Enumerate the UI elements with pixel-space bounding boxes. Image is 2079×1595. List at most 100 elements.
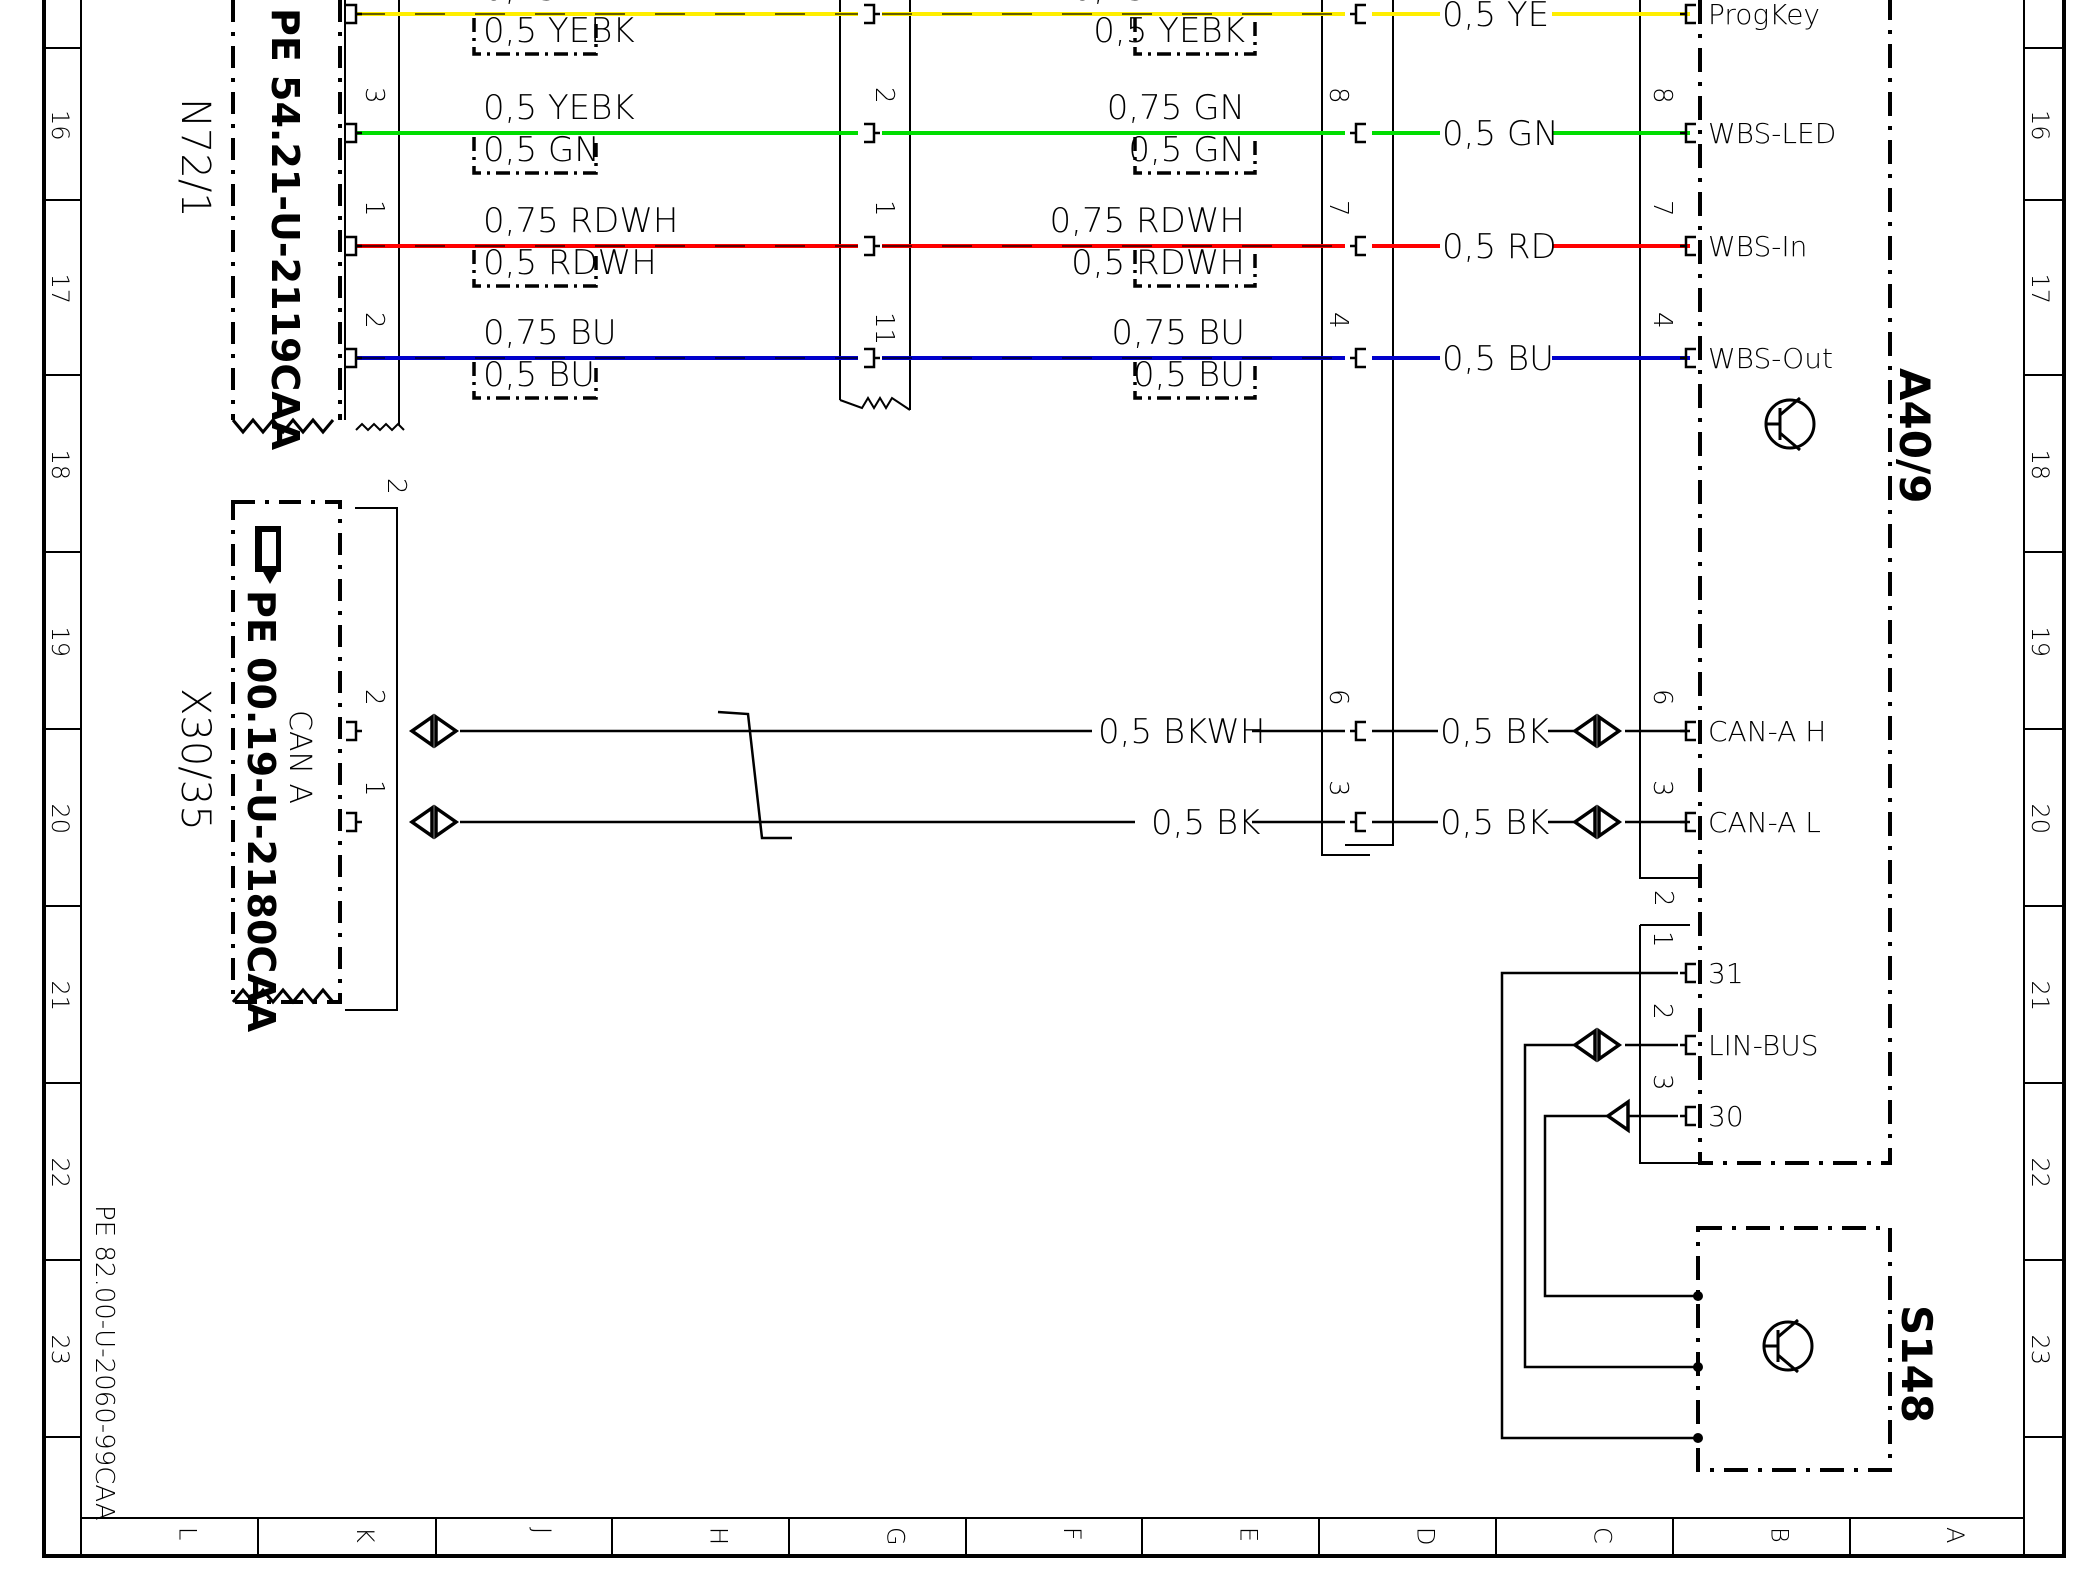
twisted-pair-marker (717, 710, 792, 840)
g-pin-number: 1 (869, 200, 899, 217)
row-number-label: 16 (2026, 110, 2054, 141)
a40-pin-number: 7 (1647, 200, 1677, 217)
pin-terminal (1680, 122, 1696, 144)
pin-terminal (1680, 1105, 1696, 1127)
wire-spec-box (1133, 18, 1257, 56)
pin-terminal (864, 347, 880, 369)
wire-spec-box (1133, 137, 1257, 175)
wire-spec-label: 0,75 YEBK (483, 0, 656, 9)
a40-pin-number: 3 (1647, 1074, 1677, 1091)
sheet-reference-label: PE 82.00-U-2060-99CAA (89, 1205, 119, 1521)
pin-terminal (1350, 720, 1366, 742)
pin-terminal (1350, 3, 1366, 25)
signal-name-label: ProgKey (1708, 0, 1820, 31)
wire-spec-label: 0,75 BU (1111, 313, 1245, 353)
column-letter-label: F (1058, 1527, 1086, 1541)
x30-pin-number: 1 (359, 780, 389, 797)
connector-d-bracket (1321, 0, 1394, 856)
x30-connector-number: 2 (381, 478, 411, 495)
pin-terminal (1680, 347, 1696, 369)
column-letter-label: A (1941, 1527, 1969, 1543)
a40-connector-number: 2 (1648, 890, 1678, 907)
d-pin-number: 4 (1323, 312, 1353, 329)
pin-terminal (864, 3, 880, 25)
x30-pin-number: 2 (359, 689, 389, 706)
pin-terminal (864, 235, 880, 257)
wire-spec-label: 0,75 RDWH (1050, 201, 1246, 241)
a40-pin-number: 4 (1647, 312, 1677, 329)
s148-id-label: S148 (1892, 1305, 1941, 1423)
n72-connector-block: PE 54.21-U-2119CAA N72/1 (172, 0, 405, 451)
column-letter-label: D (1412, 1527, 1440, 1545)
row-number-label: 20 (46, 804, 74, 835)
wire-spec-box (472, 18, 598, 56)
d-pin-number: 8 (1323, 87, 1353, 104)
junction-dot (1693, 1291, 1703, 1301)
row-number-label: 23 (46, 1335, 74, 1366)
column-letter-label: B (1766, 1527, 1794, 1543)
plug-connector-icon (408, 713, 460, 749)
wire-spec-label: 0,5 RDWH (1071, 243, 1245, 283)
wire-spec-box (1133, 250, 1257, 288)
can-wire-label: 0,5 BKWH (1098, 712, 1265, 752)
wire-spec-label: 0,5 BU (483, 355, 595, 395)
row-number-label: 19 (46, 627, 74, 658)
pin-terminal (346, 720, 362, 742)
x30-id-label: X30/35 (172, 688, 218, 831)
plug-connector-icon (408, 804, 460, 840)
column-letter-label: H (705, 1527, 733, 1545)
a40-pin-number: 2 (1647, 1003, 1677, 1020)
supply-wire (1543, 1114, 1698, 1298)
pin-terminal (1680, 235, 1696, 257)
n72-pin-number: 2 (359, 312, 389, 329)
n72-pin-number: 1 (359, 200, 389, 217)
wire-spec-box (1133, 362, 1257, 400)
junction-dot (1693, 1362, 1703, 1372)
g-pin-number: 2 (869, 87, 899, 104)
row-number-label: 16 (46, 110, 74, 141)
signal-name-label: WBS-LED (1708, 117, 1836, 150)
n72-pin-number: 3 (359, 87, 389, 104)
pin-terminal (864, 122, 880, 144)
connector-g-harness (839, 0, 911, 411)
row-number-label: 23 (2026, 1335, 2054, 1366)
pin-terminal (1350, 122, 1366, 144)
column-letter-label: E (1235, 1527, 1263, 1542)
a40-pin-number: 8 (1647, 87, 1677, 104)
pin-terminal (346, 3, 362, 25)
pin-terminal (346, 347, 362, 369)
wire-spec-label: 0,5 YEBK (483, 88, 635, 128)
row-number-label: 20 (2026, 804, 2054, 835)
x30-ref-label: PE 00.19-U-2180CAA (239, 590, 283, 1033)
pin-terminal (1680, 1034, 1696, 1056)
row-number-label: 17 (2026, 274, 2054, 305)
column-letter-label: J (528, 1527, 556, 1534)
plug-connector-icon (1571, 713, 1623, 749)
a40-conn2-pin: 330 (1647, 1074, 1744, 1133)
plug-connector-icon (1571, 1027, 1623, 1063)
d-pin-number: 3 (1323, 780, 1353, 797)
transistor-icon (1764, 396, 1816, 452)
a40-signal-label: LIN-BUS (1708, 1029, 1819, 1062)
row-number-label: 21 (2026, 981, 2054, 1012)
wire-spec-label: 0,5 GN (1128, 130, 1245, 170)
signal-name-label: WBS-In (1708, 230, 1807, 263)
can-wire-label: 0,5 BK (1440, 803, 1549, 843)
ground-wire (1500, 971, 1698, 1440)
wire-spec-label: 0,5 BU (1133, 355, 1245, 395)
wire-spec-label: 0,5 GN (483, 130, 600, 170)
pin-terminal (1680, 720, 1696, 742)
pin-terminal (346, 122, 362, 144)
pin-terminal (346, 811, 362, 833)
wire-spec-label: 0,5 BU (1442, 339, 1554, 379)
pin-terminal (1680, 3, 1696, 25)
